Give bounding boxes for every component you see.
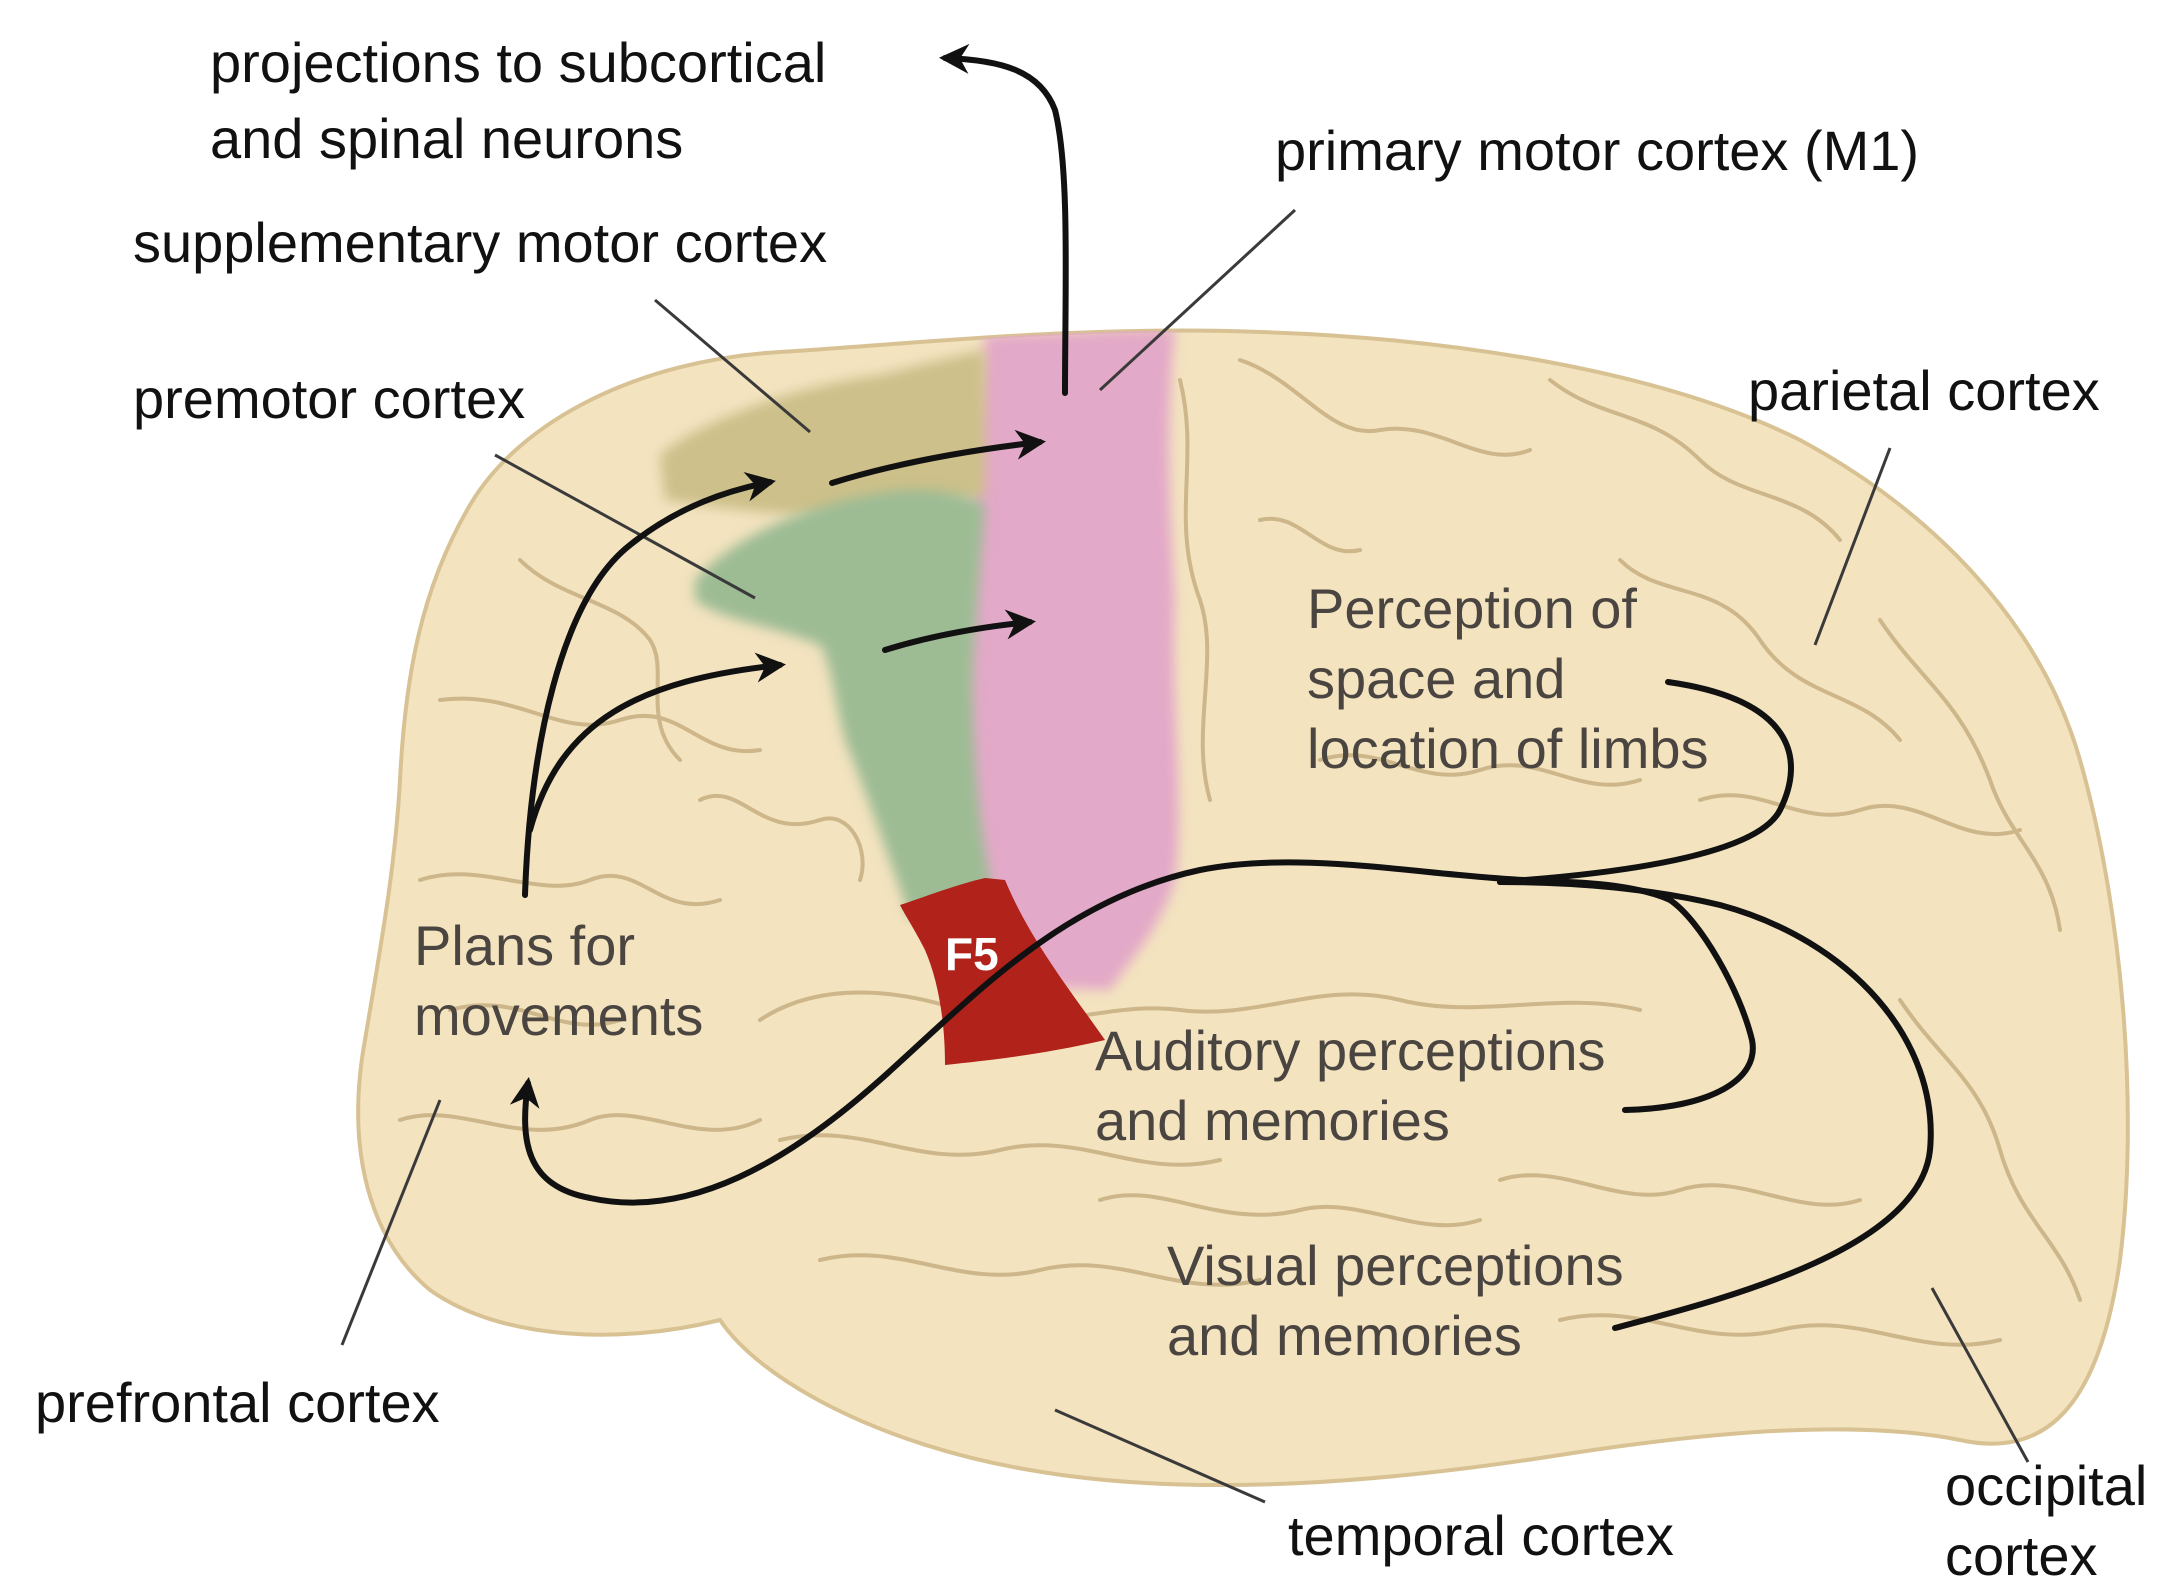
parietal-label: parietal cortex: [1748, 359, 2100, 422]
visual-label: Visual perceptions and memories: [1167, 1234, 1639, 1367]
projections-label: projections to subcortical and spinal ne…: [210, 31, 842, 170]
primary-motor-label: primary motor cortex (M1): [1275, 119, 1919, 182]
plans-label: Plans for movements: [414, 914, 703, 1047]
arrow-projections: [939, 43, 1069, 396]
arrow-visual-connector: [1497, 879, 1934, 1331]
f5-label: F5: [945, 928, 999, 980]
gyri-texture: [398, 358, 2082, 1347]
primary-motor-region: [958, 330, 1179, 990]
prefrontal-label: prefrontal cortex: [35, 1371, 440, 1434]
supplementary-motor-region: [660, 350, 985, 517]
leader-premotor: [494, 453, 756, 600]
leader-parietal: [1813, 447, 1892, 646]
flow-arrows: [509, 43, 1934, 1331]
arrow-supplementary-to-m1: [829, 429, 1046, 486]
arrow-plans-to-premotor: [527, 652, 786, 833]
premotor-label: premotor cortex: [133, 367, 525, 430]
leader-primary-motor: [1098, 208, 1297, 392]
supplementary-motor-label: supplementary motor cortex: [133, 211, 827, 274]
leader-temporal: [1054, 1408, 1266, 1504]
leader-prefrontal: [340, 1099, 442, 1346]
temporal-label: temporal cortex: [1288, 1504, 1674, 1567]
premotor-region: [695, 489, 993, 918]
occipital-label: occipital cortex: [1945, 1454, 2163, 1587]
arrow-sensory-to-plans: [509, 679, 1794, 1206]
perception-label: Perception of space and location of limb…: [1307, 577, 1709, 780]
leader-occipital: [1930, 1287, 2030, 1463]
arrow-premotor-to-m1: [882, 609, 1036, 653]
auditory-label: Auditory perceptions and memories: [1095, 1019, 1621, 1152]
leader-supplementary: [654, 298, 811, 434]
arrow-plans-to-supplementary: [522, 472, 776, 898]
